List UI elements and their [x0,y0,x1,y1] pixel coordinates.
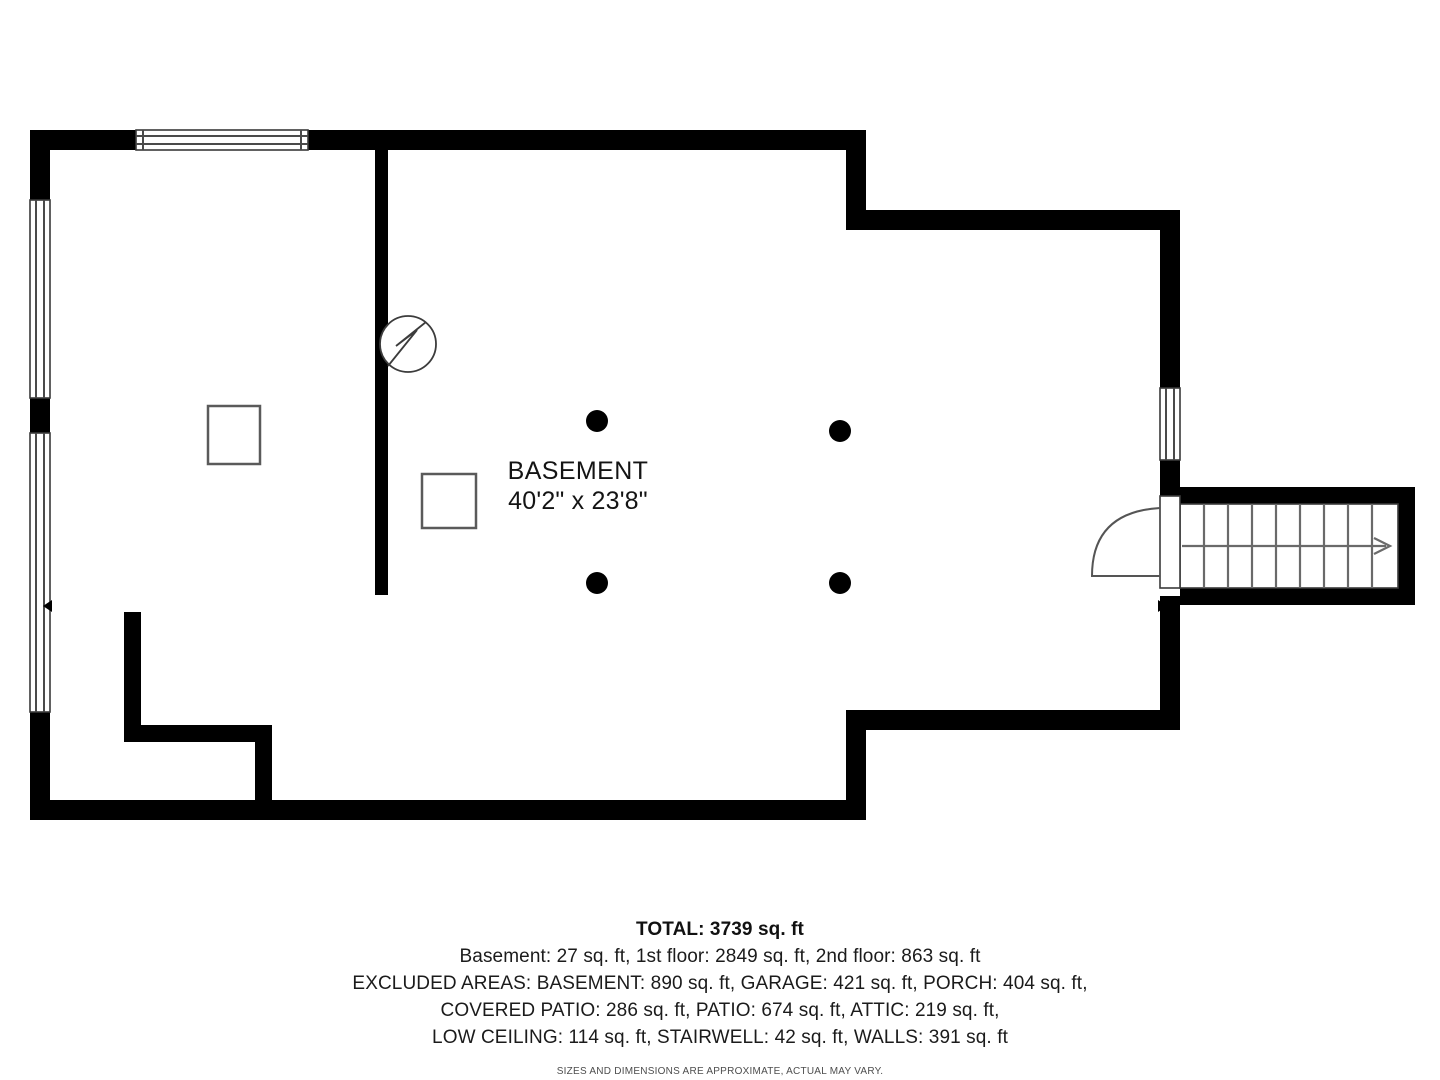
door-opening-jamb [1159,495,1181,589]
stairwell [1179,487,1415,605]
electrical-panel-icon [379,315,437,373]
object-square-upper [206,404,262,466]
support-column [829,420,851,442]
floor-plan-svg: BASEMENT 40'2" x 23'8" [29,129,1415,820]
wall-step-top-vertical [846,130,866,225]
window-left-upper [29,199,51,399]
door-to-stairs [1090,495,1181,589]
plan-objects [206,404,478,530]
dimension-marker-bottom [515,801,527,810]
area-summary: TOTAL: 3739 sq. ft Basement: 27 sq. ft, … [0,916,1440,1077]
wall-step-bottom-vertical [846,710,866,820]
total-area-label: TOTAL: 3739 sq. ft [636,919,804,940]
exterior-walls [30,130,1180,820]
support-column [829,572,851,594]
window-right [1159,387,1181,461]
wall-lower-right-horizontal [846,710,1180,730]
object-square-lower [420,472,478,530]
alcove-wall-vertical [124,612,141,742]
room-name-label: BASEMENT [508,457,649,485]
support-column [586,572,608,594]
dimension-marker-top [515,141,527,150]
dimension-marker-left [43,600,52,612]
dimension-markers [43,141,1167,810]
alcove-wall-horizontal [124,725,272,742]
interior-partition-vertical [375,140,388,595]
stair-up-arrow-icon [1182,537,1393,555]
stair-wall-top [1180,487,1415,504]
stair-wall-bottom [1180,588,1415,605]
disclaimer-text: SIZES AND DIMENSIONS ARE APPROXIMATE, AC… [556,1066,884,1077]
door-swing-arc-icon [1090,507,1161,577]
stair-wall-right [1398,487,1415,605]
room-label: BASEMENT 40'2" x 23'8" [508,457,649,515]
wall-right-lower [1160,596,1180,730]
interior-walls [124,140,388,817]
summary-line-excluded-3: LOW CEILING: 114 sq. ft, STAIRWELL: 42 s… [432,1027,1008,1048]
wall-top-right [378,130,866,150]
room-dimensions-label: 40'2" x 23'8" [508,487,648,515]
window-top-left [135,129,309,151]
wall-left-bottom-corner [30,712,50,820]
wall-left-middle-pier [30,398,50,433]
window-left-lower [29,432,51,713]
support-columns [586,410,851,594]
wall-right-midsegment [1160,460,1180,496]
summary-line-floors: Basement: 27 sq. ft, 1st floor: 2849 sq.… [459,946,981,967]
wall-bottom [30,800,866,820]
wall-right-upper [1160,210,1180,388]
alcove-wall-drop [255,725,272,817]
windows [29,129,1181,713]
floor-plan-drawing: BASEMENT 40'2" x 23'8" [29,129,1415,820]
summary-line-excluded-1: EXCLUDED AREAS: BASEMENT: 890 sq. ft, GA… [352,973,1088,994]
dimension-marker-right [1158,600,1167,612]
wall-left-top-corner [30,130,50,200]
summary-line-excluded-2: COVERED PATIO: 286 sq. ft, PATIO: 674 sq… [440,1000,1000,1021]
wall-upper-right-horizontal [846,210,1180,230]
support-column [586,410,608,432]
